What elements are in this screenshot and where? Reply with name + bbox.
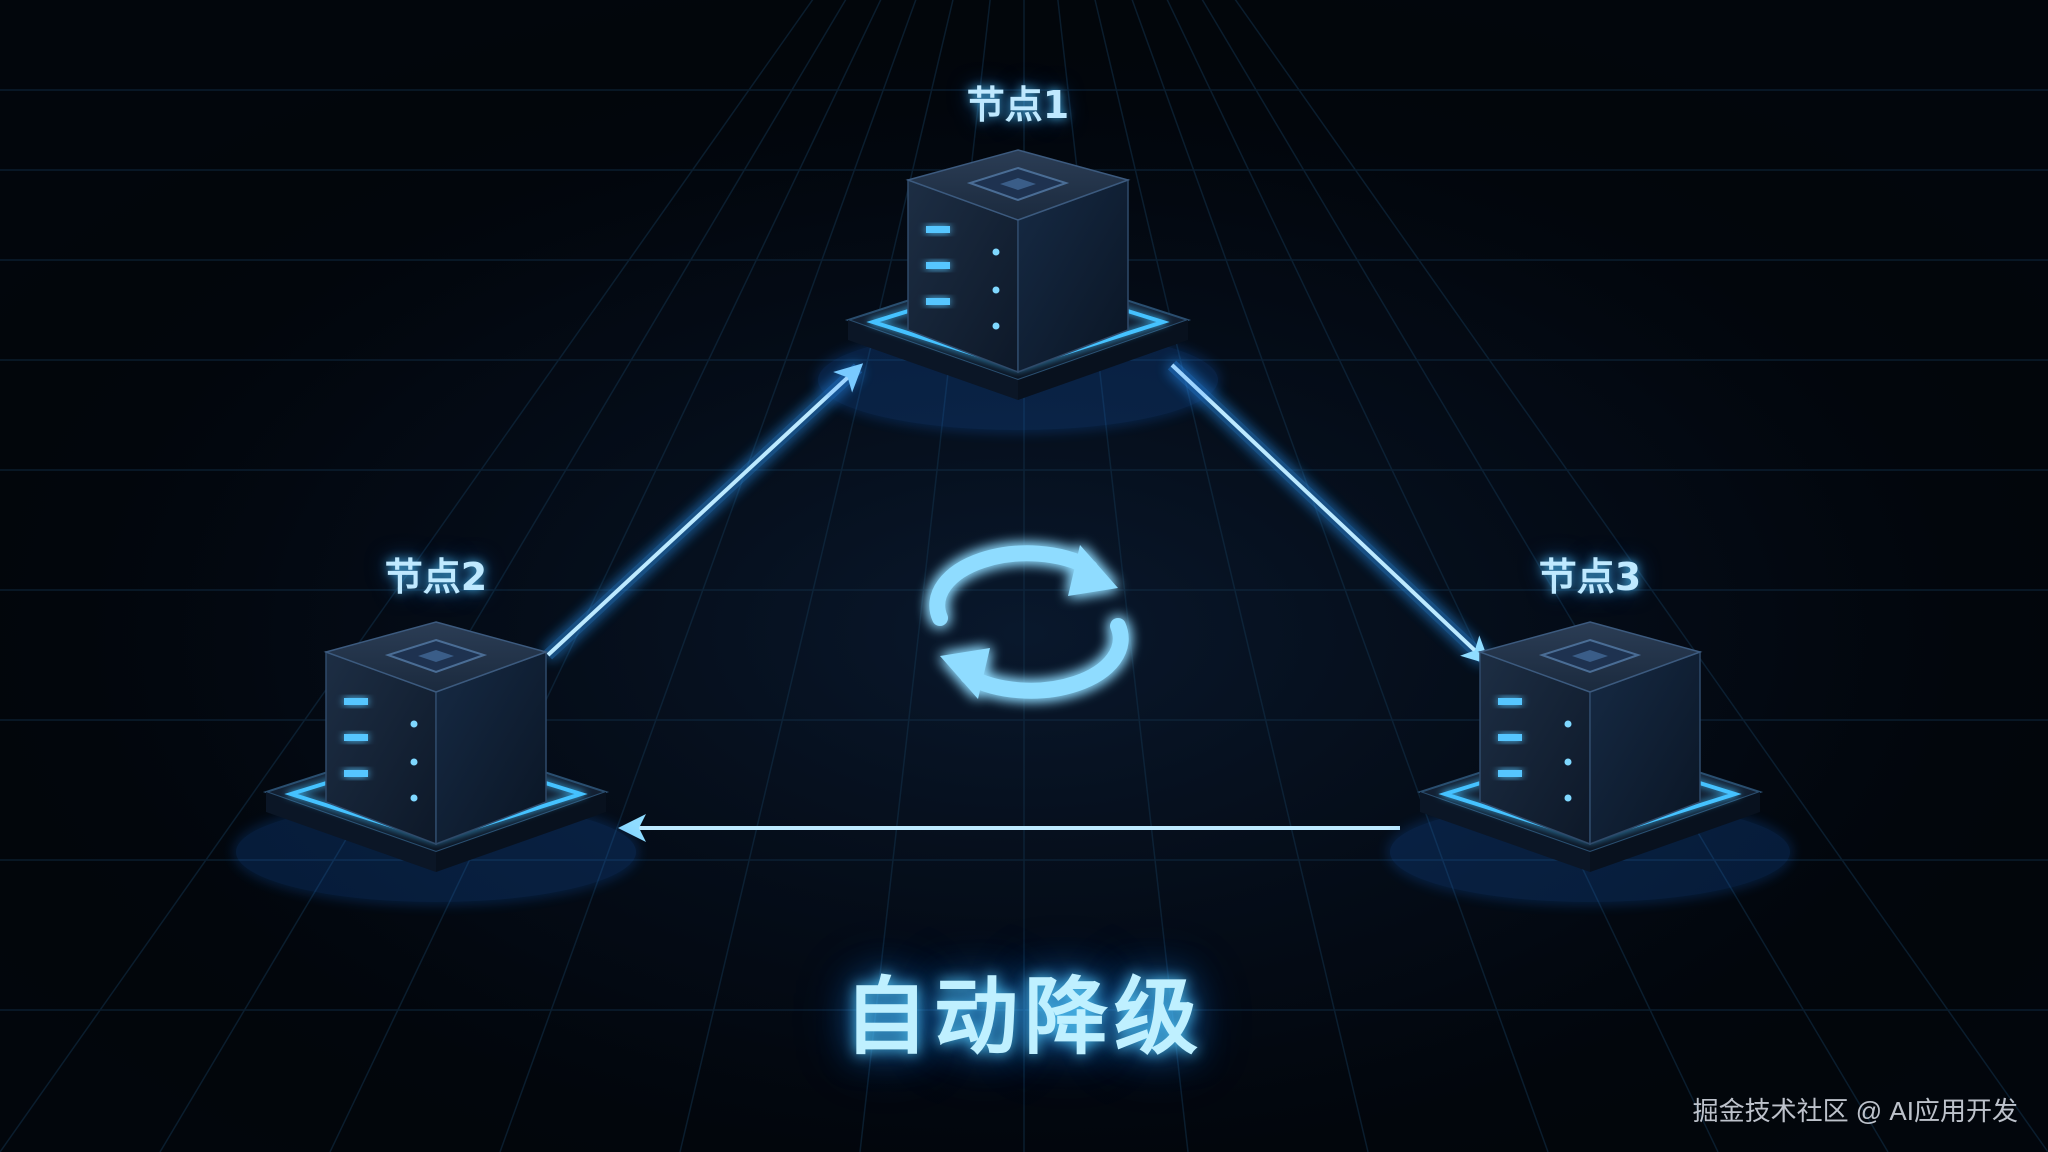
server-node-3[interactable] bbox=[1390, 621, 1790, 902]
edge-node1-to-node3 bbox=[1167, 360, 1491, 665]
server-icon bbox=[1390, 621, 1790, 902]
node-label-2: 节点2 bbox=[384, 555, 488, 599]
server-icon bbox=[818, 149, 1218, 430]
node-label-3: 节点3 bbox=[1538, 555, 1642, 599]
node-label-1: 节点1 bbox=[966, 83, 1070, 127]
server-icon bbox=[236, 621, 636, 902]
watermark: 掘金技术社区 @ AI应用开发 bbox=[1692, 1096, 2018, 1126]
refresh-cycle-icon bbox=[929, 545, 1129, 699]
edge-node2-to-node1 bbox=[543, 363, 864, 660]
server-node-2[interactable] bbox=[236, 621, 636, 902]
diagram-title: 自动降级 bbox=[843, 968, 1205, 1066]
server-node-1[interactable] bbox=[818, 149, 1218, 430]
